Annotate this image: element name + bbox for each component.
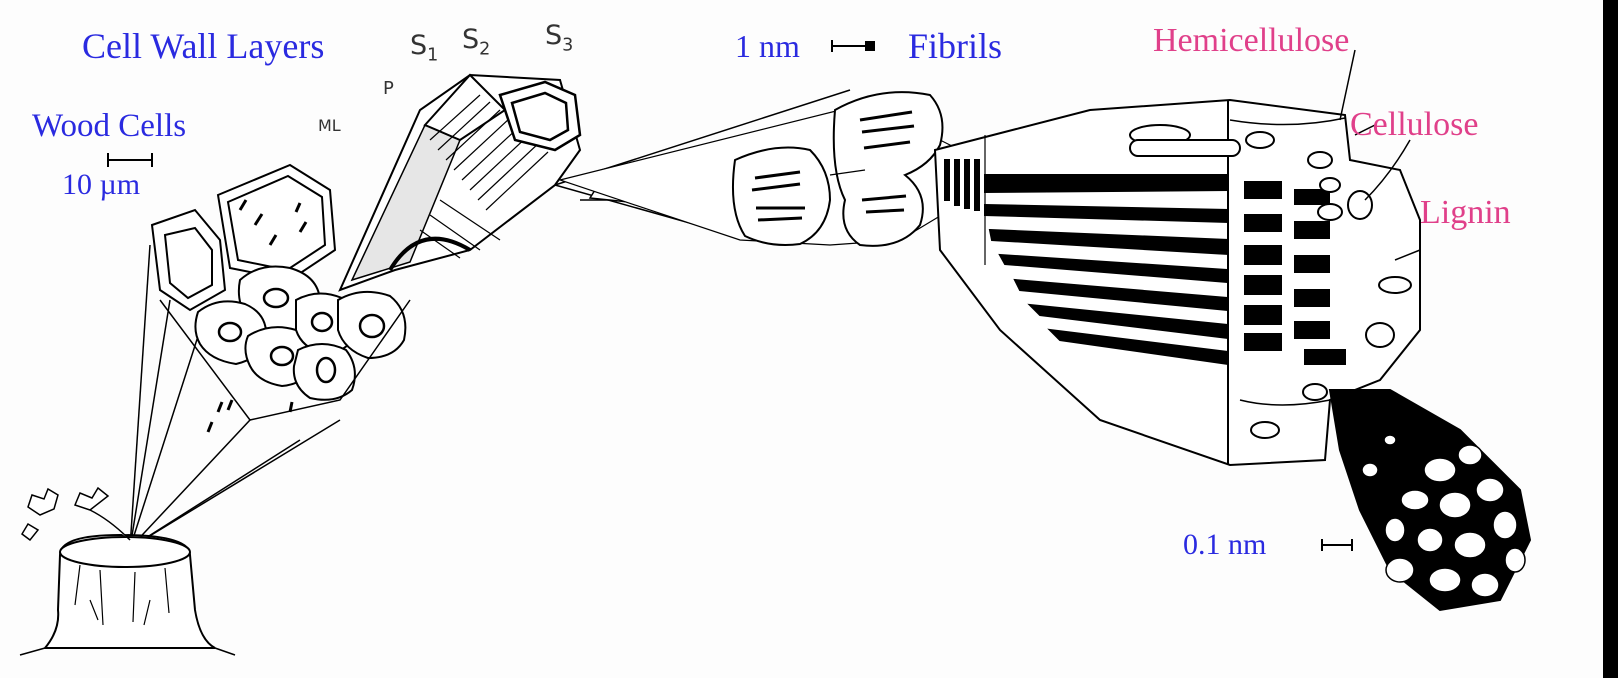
s2-layer-label: S2 bbox=[462, 26, 490, 59]
cell-wall-layers-cone bbox=[340, 75, 580, 290]
cell-wall-layers-label: Cell Wall Layers bbox=[82, 28, 324, 64]
fibrils-scale-label: 1 nm bbox=[735, 30, 800, 62]
lignin-label: Lignin bbox=[1420, 196, 1511, 230]
cellulose-label: Cellulose bbox=[1350, 108, 1478, 142]
hemicellulose-label: Hemicellulose bbox=[1153, 24, 1349, 58]
middle-lamella-label: ML bbox=[318, 118, 341, 134]
right-edge-bar bbox=[1603, 0, 1618, 678]
scale-bar-icon bbox=[1322, 539, 1352, 551]
s3-layer-label: S3 bbox=[545, 22, 573, 55]
scale-bar-icon bbox=[108, 153, 152, 167]
s3-subscript: 3 bbox=[562, 35, 573, 55]
s1-layer-label: S1 bbox=[410, 32, 438, 65]
s1-subscript: 1 bbox=[427, 45, 438, 65]
wood-cells-block bbox=[152, 165, 410, 432]
s2-subscript: 2 bbox=[479, 39, 490, 59]
scale-bar-icon bbox=[832, 40, 874, 52]
tree-stump-icon bbox=[20, 488, 235, 655]
wood-cells-scale-label: 10 µm bbox=[62, 170, 140, 200]
s3-letter: S bbox=[545, 20, 562, 51]
lignin-network bbox=[1330, 390, 1530, 610]
primary-wall-label: P bbox=[383, 80, 394, 98]
molecular-scale-label: 0.1 nm bbox=[1183, 530, 1266, 560]
s2-letter: S bbox=[462, 24, 479, 55]
fibrils-label: Fibrils bbox=[908, 28, 1002, 64]
wood-cells-label: Wood Cells bbox=[32, 110, 186, 143]
s1-letter: S bbox=[410, 30, 427, 61]
